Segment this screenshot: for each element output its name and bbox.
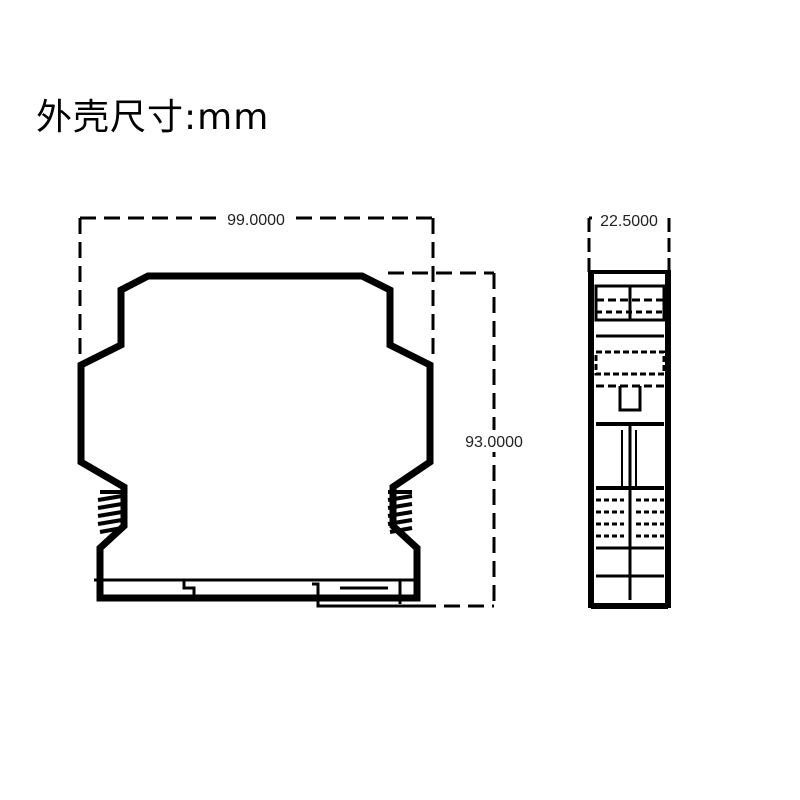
side-view-bottom <box>94 578 420 608</box>
side-view-left-ribs <box>97 490 124 534</box>
side-view-right-ribs <box>387 490 413 534</box>
height-dimension-label: 93.0000 <box>465 434 523 451</box>
height-dimension <box>388 271 496 608</box>
width-dimension <box>78 216 435 360</box>
height-label-bg <box>456 430 532 452</box>
front-view-housing <box>588 270 671 609</box>
width-label-bg <box>218 208 292 228</box>
side-view-housing <box>77 272 434 602</box>
width-dimension-label: 99.0000 <box>227 212 285 229</box>
page-title: 外壳尺寸:mm <box>36 97 270 138</box>
depth-label-bg <box>592 209 666 229</box>
depth-dimension-label: 22.5000 <box>600 213 658 230</box>
